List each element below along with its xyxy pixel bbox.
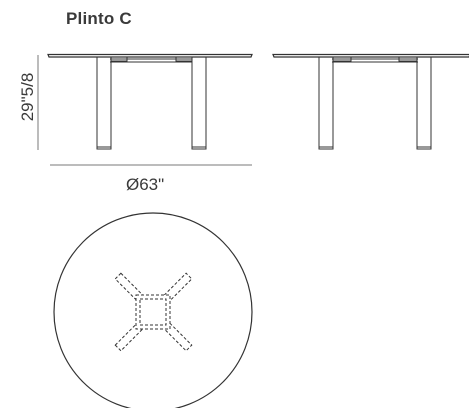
center-column [135,294,171,330]
top-plan-view [53,212,253,408]
product-title: Plinto C [66,9,132,28]
leg-bracket-left [110,56,128,62]
leg-bracket-right [175,56,193,62]
front-elevation-view [47,53,253,150]
leg-right-side [416,56,432,150]
leg-left [96,56,112,150]
tabletop-outline [53,212,253,408]
side-elevation-view [272,53,469,150]
tabletop-edge [47,53,253,58]
diameter-dimension-label: Ø63" [126,175,165,194]
tabletop-edge-side [272,53,469,58]
leg-right [191,56,207,150]
base-arms [114,272,193,352]
leg-left-side [318,56,334,150]
